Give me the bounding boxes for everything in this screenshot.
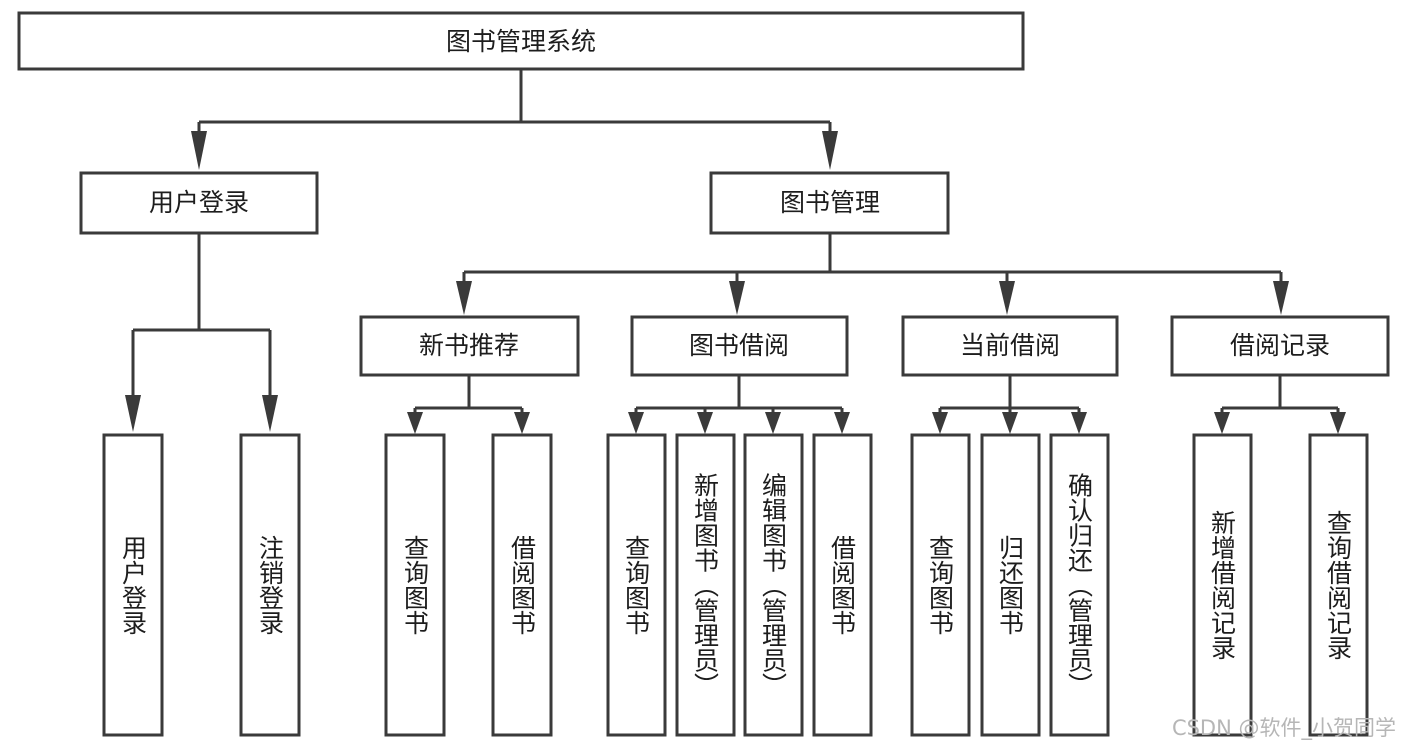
node-box-leaf-query-borrow-record[interactable]: [1308, 433, 1369, 737]
node-box-leaf-return-book[interactable]: [980, 433, 1041, 737]
node-label-leaf-query-book-b: 查询图书: [622, 535, 651, 635]
node-label-leaf-query-book-c: 查询图书: [926, 535, 955, 635]
node-box-leaf-add-borrow-record[interactable]: [1192, 433, 1253, 737]
node-box-new-book-recommend[interactable]: [359, 315, 580, 377]
arrow-head-to-confirm-return: [1071, 412, 1087, 434]
node-leaf-add-book[interactable]: 新增图书（管理员）: [675, 433, 736, 737]
connector-group-current-borrow-children: [932, 375, 1087, 434]
connector-group-user-login-children: [125, 233, 278, 432]
node-box-borrow-record[interactable]: [1170, 315, 1390, 377]
arrow-head-to-query-record: [1330, 412, 1346, 434]
arrow-head-to-book-borrow: [729, 281, 745, 315]
node-label-leaf-edit-book: 编辑图书（管理员）: [759, 473, 788, 698]
node-leaf-query-book-a[interactable]: 查询图书: [384, 433, 446, 737]
node-new-book-recommend[interactable]: 新书推荐: [359, 315, 580, 377]
connector-group-borrow-record-children: [1214, 375, 1346, 434]
arrow-head-to-return-book: [1002, 412, 1018, 434]
node-box-root[interactable]: [17, 11, 1025, 71]
node-label-leaf-confirm-return: 确认归还（管理员）: [1065, 473, 1094, 698]
arrow-head-to-edit-book: [765, 412, 781, 434]
node-leaf-borrow-book-b[interactable]: 借阅图书: [812, 433, 873, 737]
node-box-leaf-query-book-c[interactable]: [910, 433, 971, 737]
arrow-head-to-logout-leaf: [262, 395, 278, 432]
node-leaf-return-book[interactable]: 归还图书: [980, 433, 1041, 737]
csdn-watermark: CSDN @软件_小贺同学: [1172, 716, 1396, 741]
arrow-head-to-borrow-book-a: [514, 412, 530, 434]
node-label-leaf-user-login: 用户登录: [119, 535, 148, 635]
node-box-leaf-add-book[interactable]: [675, 433, 736, 737]
node-label-leaf-query-borrow-record: 查询借阅记录: [1324, 510, 1353, 660]
node-label-root: 图书管理系统: [446, 27, 596, 56]
connector-group-book-manage-children: [456, 233, 1289, 315]
node-label-leaf-query-book-a: 查询图书: [401, 535, 430, 635]
node-box-leaf-user-login[interactable]: [102, 433, 164, 737]
node-leaf-logout[interactable]: 注销登录: [239, 433, 301, 737]
node-leaf-user-login[interactable]: 用户登录: [102, 433, 164, 737]
node-box-leaf-query-book-b[interactable]: [606, 433, 667, 737]
node-label-book-borrow: 图书借阅: [689, 331, 789, 360]
connector-group-new-book-rec-children: [407, 375, 530, 434]
arrow-head-to-book-manage: [822, 131, 838, 170]
node-root-book-management-system[interactable]: 图书管理系统: [17, 11, 1025, 71]
connector-group-book-borrow-children: [628, 375, 850, 434]
node-box-leaf-edit-book[interactable]: [743, 433, 804, 737]
node-book-borrow[interactable]: 图书借阅: [630, 315, 849, 377]
arrow-head-to-add-record: [1214, 412, 1230, 434]
arrow-head-to-borrow-record: [1273, 281, 1289, 315]
node-leaf-borrow-book-a[interactable]: 借阅图书: [491, 433, 553, 737]
node-box-leaf-logout[interactable]: [239, 433, 301, 737]
arrow-head-to-new-book-rec: [456, 281, 472, 315]
node-label-leaf-add-borrow-record: 新增借阅记录: [1208, 510, 1237, 660]
node-leaf-add-borrow-record[interactable]: 新增借阅记录: [1192, 433, 1253, 737]
node-box-book-management[interactable]: [709, 171, 950, 235]
node-box-current-borrow[interactable]: [901, 315, 1119, 377]
node-book-management[interactable]: 图书管理: [709, 171, 950, 235]
arrow-head-to-user-login: [191, 131, 207, 170]
node-box-leaf-borrow-book-a[interactable]: [491, 433, 553, 737]
node-leaf-query-book-b[interactable]: 查询图书: [606, 433, 667, 737]
node-label-book-management: 图书管理: [780, 188, 880, 217]
node-borrow-record[interactable]: 借阅记录: [1170, 315, 1390, 377]
arrow-head-to-current-borrow: [999, 281, 1015, 315]
node-user-login[interactable]: 用户登录: [79, 171, 319, 235]
node-leaf-query-book-c[interactable]: 查询图书: [910, 433, 971, 737]
node-box-leaf-confirm-return[interactable]: [1049, 433, 1110, 737]
node-box-leaf-borrow-book-b[interactable]: [812, 433, 873, 737]
arrow-head-to-borrow-book-b: [834, 412, 850, 434]
node-label-leaf-return-book: 归还图书: [996, 535, 1025, 635]
arrow-head-to-user-login-leaf: [125, 395, 141, 432]
arrow-head-to-query-book-a: [407, 412, 423, 434]
node-box-book-borrow[interactable]: [630, 315, 849, 377]
node-current-borrow[interactable]: 当前借阅: [901, 315, 1119, 377]
node-label-new-book-recommend: 新书推荐: [419, 331, 519, 360]
node-box-leaf-query-book-a[interactable]: [384, 433, 446, 737]
node-leaf-query-borrow-record[interactable]: 查询借阅记录: [1308, 433, 1369, 737]
node-box-user-login[interactable]: [79, 171, 319, 235]
node-label-leaf-borrow-book-a: 借阅图书: [508, 535, 537, 635]
node-leaf-edit-book[interactable]: 编辑图书（管理员）: [743, 433, 804, 737]
node-leaf-confirm-return[interactable]: 确认归还（管理员）: [1049, 433, 1110, 737]
node-label-leaf-borrow-book-b: 借阅图书: [828, 535, 857, 635]
connector-group-root-to-level1: [191, 69, 838, 170]
node-label-current-borrow: 当前借阅: [960, 331, 1060, 360]
arrow-head-to-query-book-c: [932, 412, 948, 434]
node-label-leaf-add-book: 新增图书（管理员）: [691, 473, 720, 698]
node-label-user-login: 用户登录: [149, 188, 249, 217]
arrow-head-to-add-book: [697, 412, 713, 434]
node-label-borrow-record: 借阅记录: [1230, 331, 1330, 360]
node-label-leaf-logout: 注销登录: [256, 535, 285, 635]
arrow-head-to-query-book-b: [628, 412, 644, 434]
